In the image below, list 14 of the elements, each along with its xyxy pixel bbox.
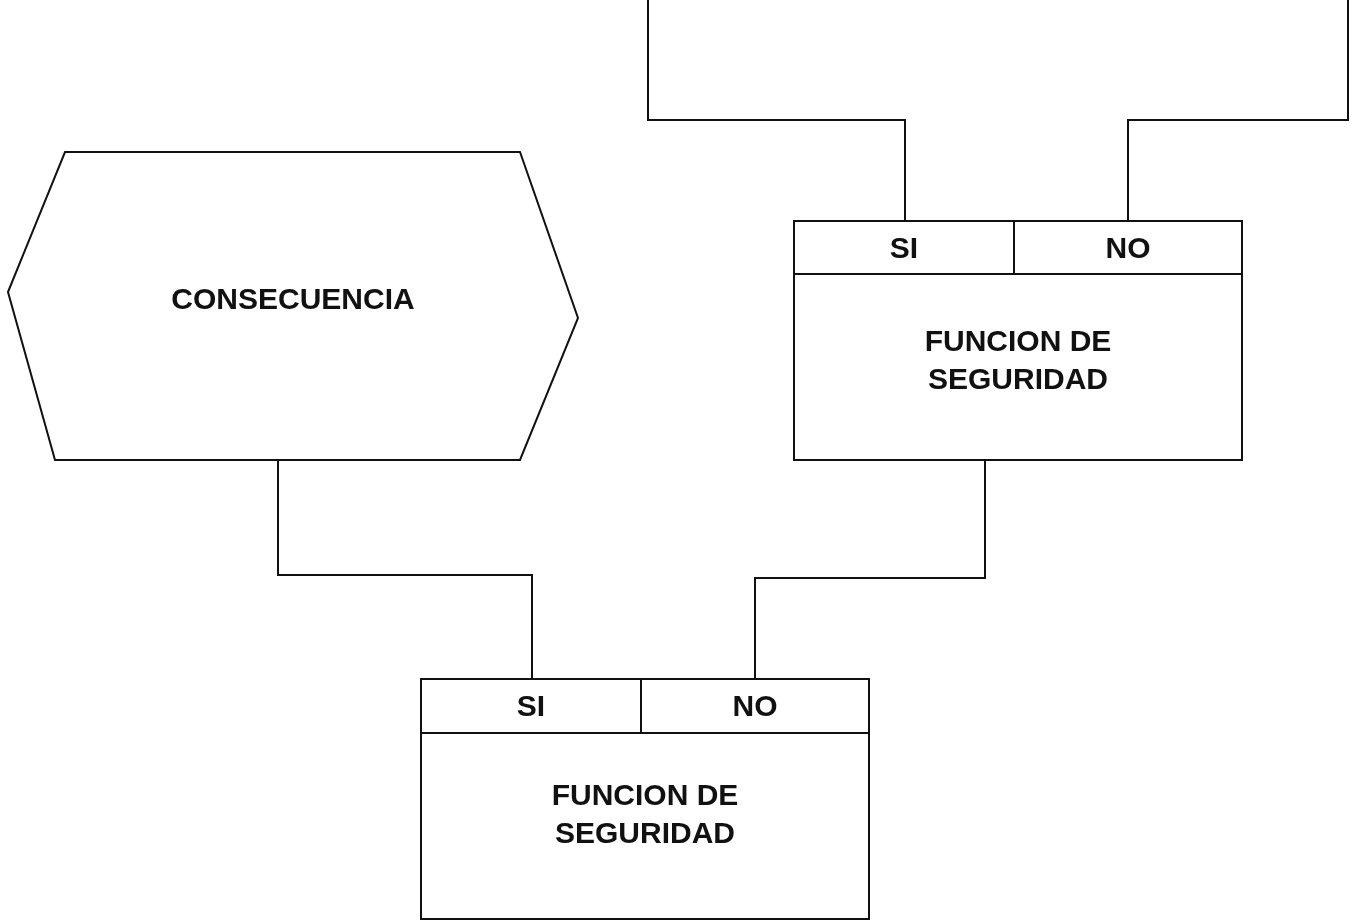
- node-label: FUNCION DE SEGURIDAD: [550, 777, 740, 851]
- header-cell: SI: [422, 680, 642, 734]
- header-cell: NO: [642, 680, 868, 734]
- header-cell: SI: [795, 222, 1015, 275]
- connector-line: [647, 0, 906, 223]
- node-label: CONSECUENCIA: [170, 281, 416, 317]
- connector-line: [277, 459, 533, 681]
- node-label: FUNCION DE SEGURIDAD: [923, 323, 1113, 397]
- hexagon-shape: [8, 152, 578, 460]
- connector-line: [754, 460, 986, 681]
- process-box: [793, 220, 1243, 461]
- process-box: [420, 678, 870, 920]
- header-cell: NO: [1015, 222, 1241, 275]
- connector-line: [1127, 0, 1349, 223]
